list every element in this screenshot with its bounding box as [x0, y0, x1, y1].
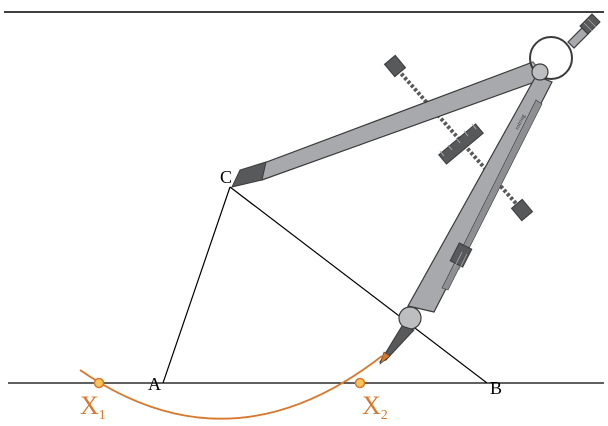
label-x2-letter: X [362, 391, 381, 420]
label-x2-index: 2 [381, 408, 388, 421]
label-intersection-x2: X2 [362, 391, 388, 421]
compass-pencil-lead [378, 325, 415, 363]
compass-left-leg-tip [231, 161, 267, 188]
compass-right-leg-groove [441, 99, 543, 291]
compass-right-leg [407, 75, 553, 313]
segment-cb [229, 186, 488, 384]
intersection-point-x2 [354, 377, 366, 389]
label-intersection-x1: X1 [80, 391, 106, 421]
compass-handle-grip [579, 13, 601, 35]
label-point-a: A [148, 374, 161, 394]
label-x1-letter: X [80, 391, 99, 420]
label-x1-index: 1 [99, 408, 106, 421]
construction-arc [79, 355, 383, 420]
label-point-c: C [220, 167, 232, 187]
intersection-point-x1 [93, 377, 105, 389]
segment-ca [162, 186, 231, 384]
compass-icon: rotring [231, 13, 601, 365]
compass-hinge [531, 63, 549, 81]
compass-screw-cap-top [383, 54, 407, 78]
compass-pencil-point [379, 351, 391, 365]
compass-screw-cap-bottom [510, 198, 534, 222]
label-point-b: B [490, 378, 502, 398]
